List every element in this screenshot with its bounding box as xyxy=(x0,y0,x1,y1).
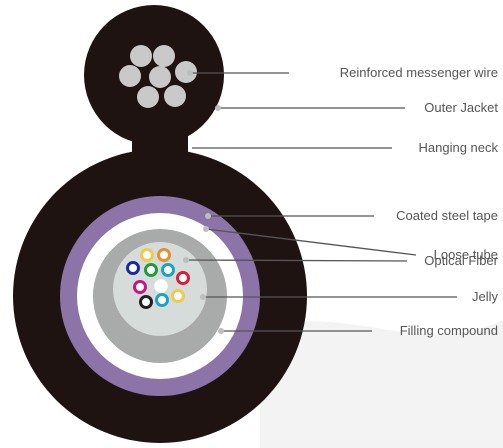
messenger-wire-strand xyxy=(153,45,175,67)
optical-fiber-black xyxy=(139,295,153,309)
label-coated-steel-tape: Coated steel tape xyxy=(396,208,498,223)
callout-dot xyxy=(203,226,209,232)
callout-dot xyxy=(215,105,221,111)
messenger-wire-strand xyxy=(137,86,159,108)
label-filling-compound: Filling compound xyxy=(400,323,498,338)
optical-fiber-bundle xyxy=(126,248,190,309)
callout-dot xyxy=(200,294,206,300)
optical-fiber-magenta xyxy=(133,280,147,294)
callout-line-optical-fiber xyxy=(185,259,408,262)
optical-fiber-yellow-2 xyxy=(171,289,185,303)
label-loose-tube: Loose tube xyxy=(434,247,498,262)
callout-lines xyxy=(185,72,457,332)
callout-dots xyxy=(183,70,224,334)
optical-fiber-teal xyxy=(155,293,169,307)
optical-fiber-white xyxy=(154,279,168,293)
messenger-wire-strand xyxy=(119,65,141,87)
callout-line-loose-tube xyxy=(205,228,417,256)
optical-fiber-blue xyxy=(126,261,140,275)
callout-dot xyxy=(205,213,211,219)
label-optical-fiber: Optical Fiber xyxy=(424,253,498,268)
messenger-wire-strand xyxy=(164,85,186,107)
background-sheen xyxy=(260,320,503,448)
label-hanging-neck: Hanging neck xyxy=(419,140,499,155)
optical-fiber-yellow xyxy=(140,248,154,262)
messenger-wire-strand xyxy=(130,45,152,67)
callout-dot xyxy=(218,328,224,334)
messenger-wire-strand xyxy=(175,61,197,83)
label-jelly: Jelly xyxy=(472,289,499,304)
optical-fiber-green xyxy=(144,263,158,277)
optical-fiber-cyan xyxy=(161,263,175,277)
optical-fiber-red xyxy=(176,271,190,285)
messenger-wire-strand xyxy=(149,66,171,88)
callout-dot xyxy=(187,70,193,76)
label-outer-jacket: Outer Jacket xyxy=(424,100,498,115)
optical-fiber-orange xyxy=(157,248,171,262)
label-reinforced-messenger-wire: Reinforced messenger wire xyxy=(340,65,498,80)
messenger-wire-bundle xyxy=(119,45,197,108)
callout-dot xyxy=(183,257,189,263)
